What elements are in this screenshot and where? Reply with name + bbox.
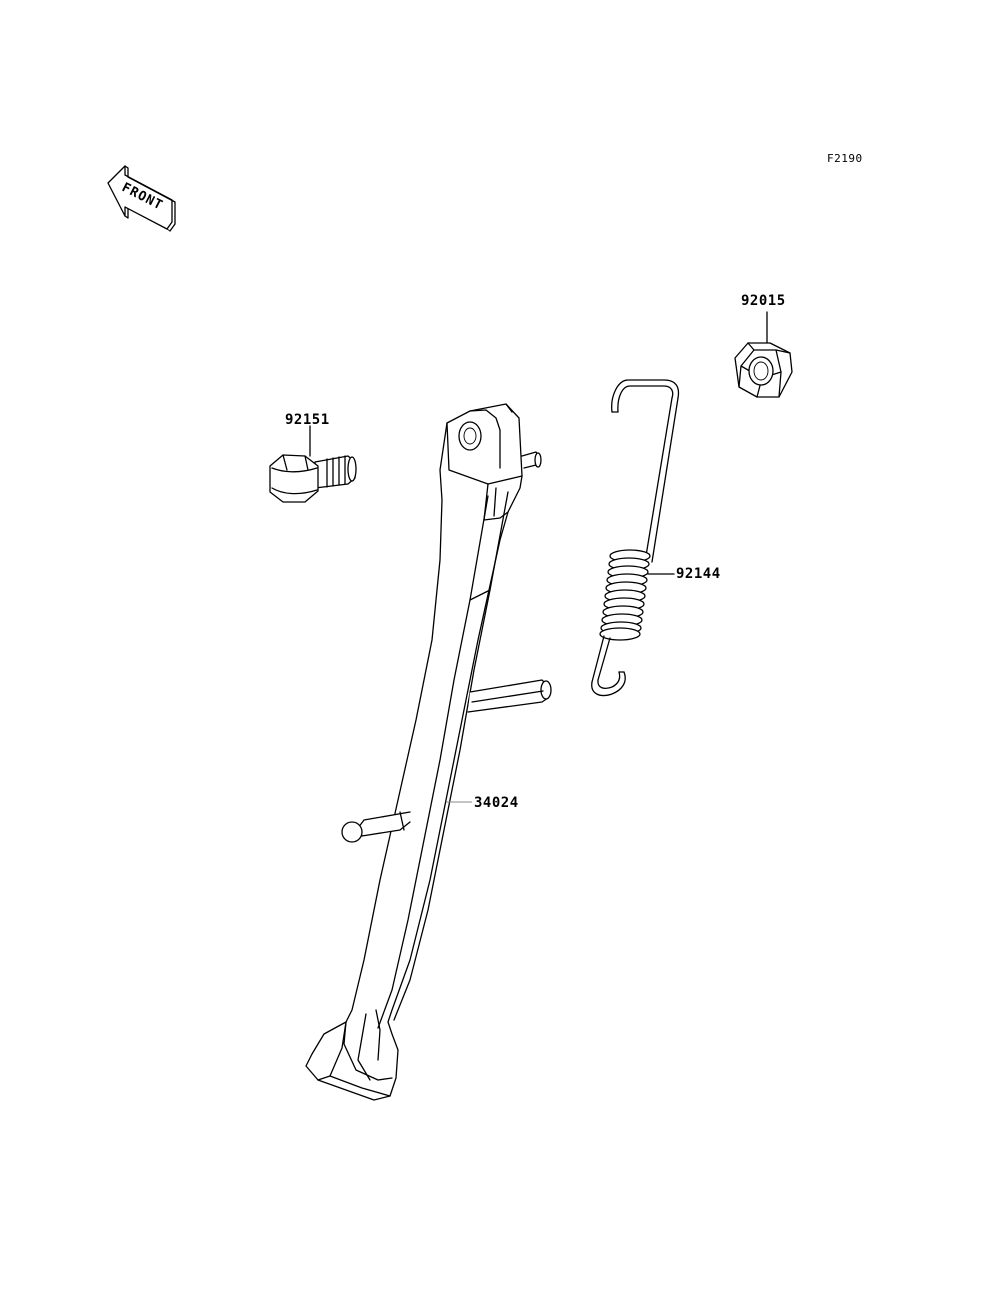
part-number-label[interactable]: 92151 — [285, 412, 330, 428]
part-number-label[interactable]: 92144 — [676, 566, 721, 582]
nut-92015 — [734, 311, 793, 398]
spring-92144 — [591, 379, 680, 697]
front-arrow-icon: FRONT — [107, 165, 176, 232]
bolt-92151 — [269, 425, 357, 503]
figure-code: F2190 — [827, 152, 863, 165]
part-number-label[interactable]: 92015 — [741, 293, 786, 309]
side-stand-34024 — [305, 403, 552, 1101]
part-number-label[interactable]: 34024 — [474, 795, 519, 811]
spring-coils — [599, 549, 651, 641]
